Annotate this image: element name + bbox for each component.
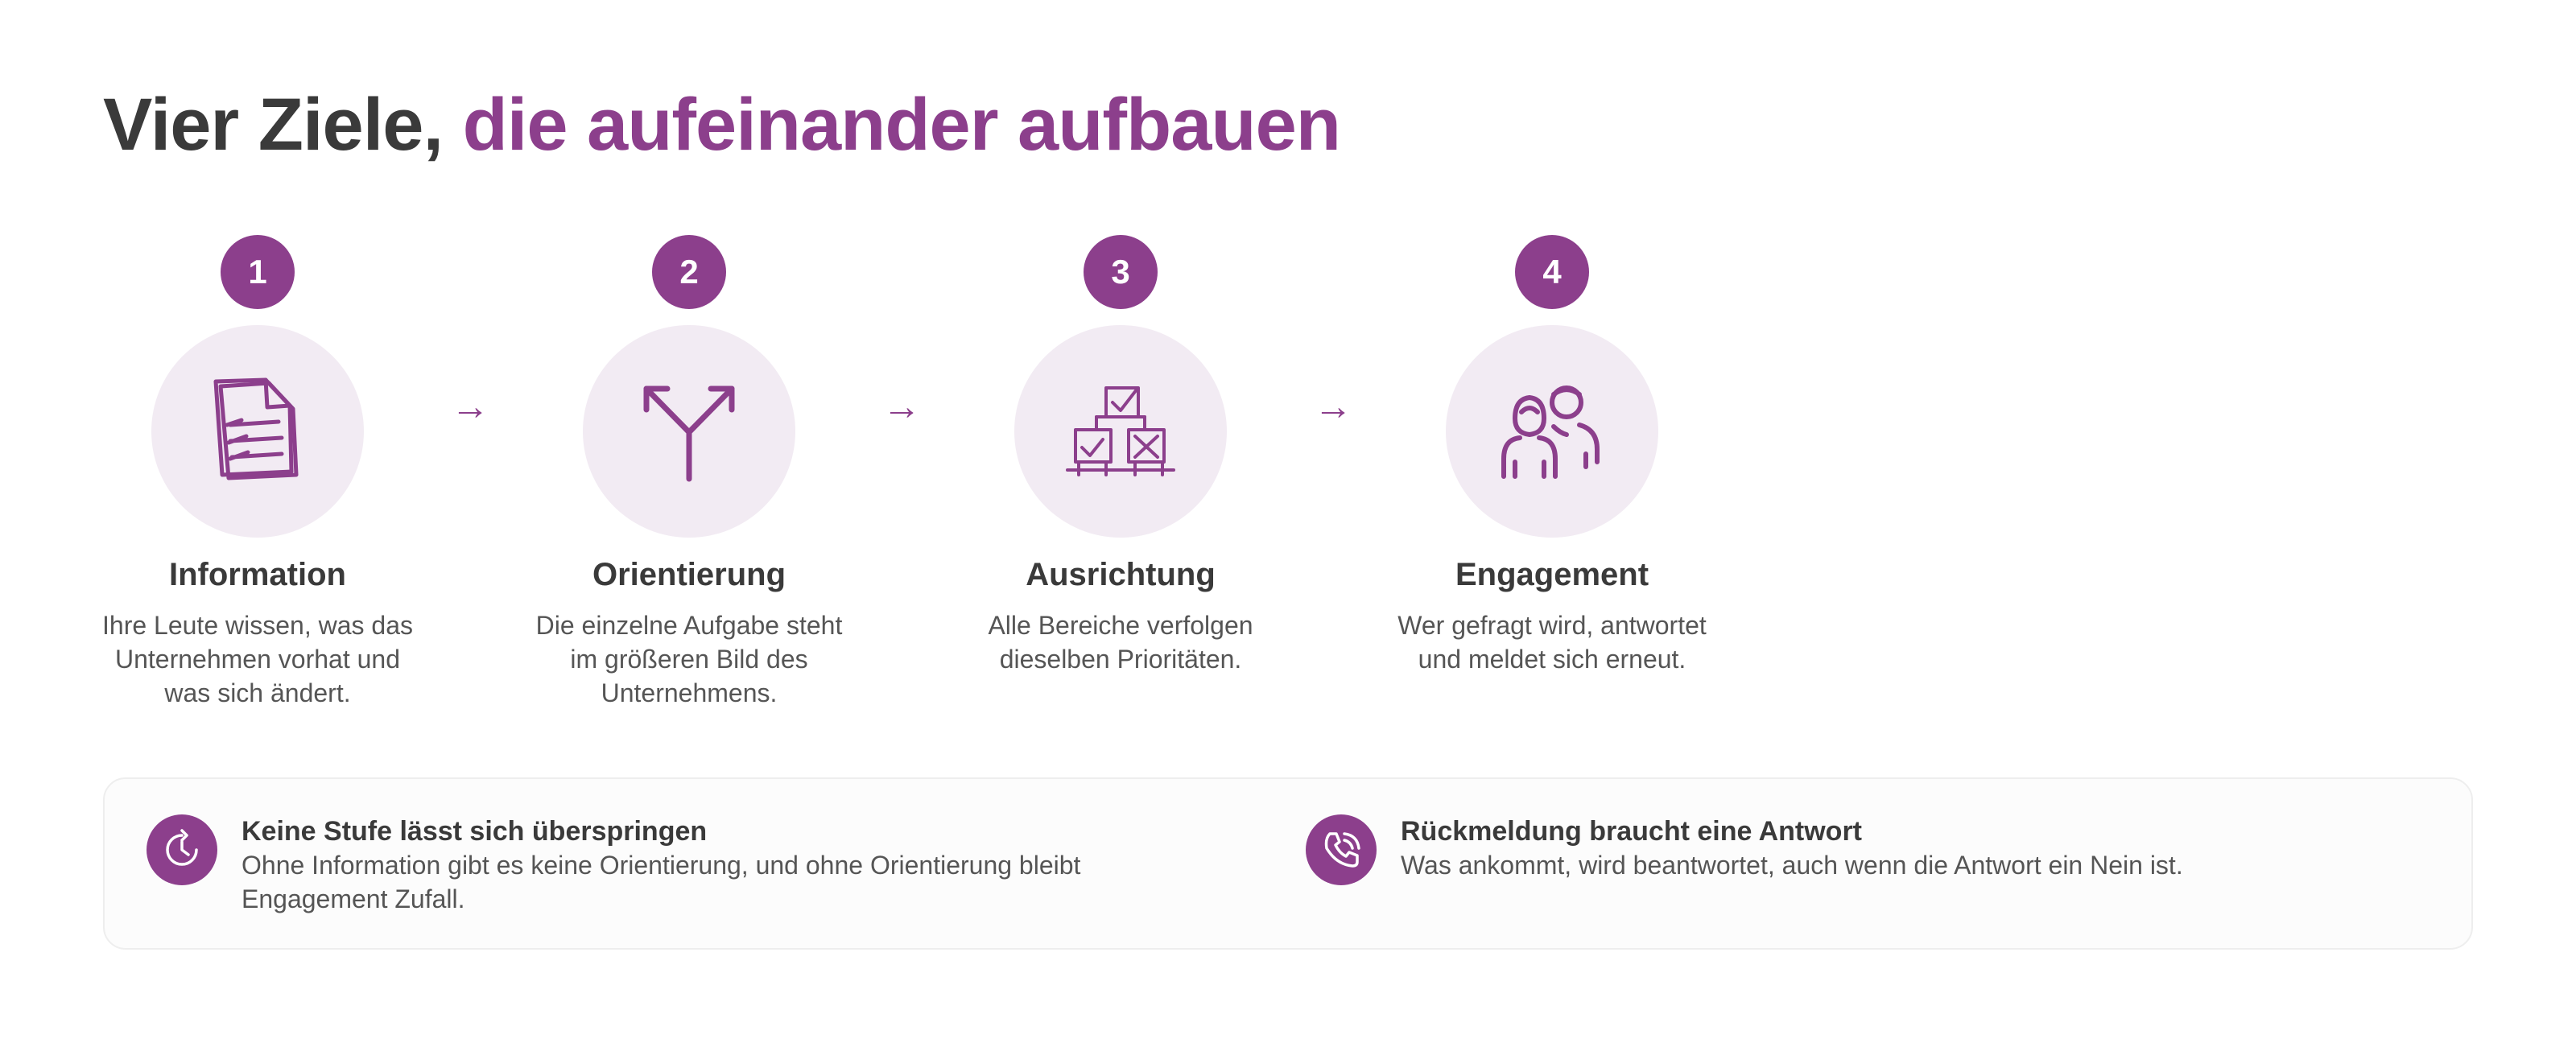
step-description: Ihre Leute wissen, was das Unternehmen v…	[102, 611, 413, 707]
note-text: Keine Stufe lässt sich überspringen Ohne…	[242, 814, 1193, 916]
steps-row: 1 Information Ihre Leute wissen, was das…	[0, 235, 2576, 734]
phone-call-icon	[1306, 814, 1377, 885]
step-information: 1 Information Ihre Leute wissen, was das…	[80, 235, 435, 710]
step-number: 2	[652, 235, 726, 309]
clock-refresh-icon	[147, 814, 217, 885]
step-number: 1	[221, 235, 295, 309]
step-title: Orientierung	[592, 557, 786, 592]
note-title: Rückmeldung braucht eine Antwort	[1401, 816, 1863, 847]
fork-arrows-icon	[643, 385, 735, 482]
arrow-step-1-2: →	[451, 385, 489, 428]
clock-refresh-glyph	[166, 829, 198, 866]
step-description: Wer gefragt wird, antwortet und meldet s…	[1397, 611, 1707, 674]
step-icon-circle	[1446, 325, 1658, 538]
note-body: Was ankommt, wird beantwortet, auch wenn…	[1401, 851, 2183, 880]
arrow-step-3-4: →	[1314, 385, 1352, 428]
notes-panel: Keine Stufe lässt sich überspringen Ohne…	[103, 777, 2473, 950]
note-title: Keine Stufe lässt sich überspringen	[242, 816, 708, 847]
step-number: 4	[1515, 235, 1589, 309]
title-part-accent: die aufeinander aufbauen	[462, 84, 1341, 166]
note-body: Ohne Information gibt es keine Orientier…	[242, 851, 1081, 913]
note-text: Rückmeldung braucht eine Antwort Was ank…	[1401, 814, 2183, 882]
step-title: Information	[169, 557, 346, 592]
step-number: 3	[1084, 235, 1158, 309]
step-icon-circle	[151, 325, 364, 538]
step-title: Ausrichtung	[1026, 557, 1216, 592]
phone-call-glyph	[1324, 832, 1360, 868]
step-orientierung: 2 Orientierung Die einzelne Aufgabe steh…	[512, 235, 866, 710]
step-title: Engagement	[1455, 557, 1649, 592]
step-engagement: 4 Engageme	[1375, 235, 1729, 676]
step-ausrichtung: 3 Ausricht	[943, 235, 1298, 676]
document-icon	[213, 377, 299, 480]
step-description: Die einzelne Aufgabe steht im größeren B…	[535, 611, 843, 707]
arrow-step-2-3: →	[882, 385, 921, 428]
page-title: Vier Ziele, die aufeinander aufbauen	[103, 80, 1341, 169]
people-icon	[1501, 385, 1600, 479]
step-description: Alle Bereiche verfolgen dieselben Priori…	[988, 611, 1253, 674]
step-icon-circle	[583, 325, 795, 538]
title-part-main: Vier Ziele,	[103, 84, 463, 166]
note-feedback: Rückmeldung braucht eine Antwort Was ank…	[1306, 814, 2433, 885]
step-icon-circle	[1014, 325, 1227, 538]
checkbox-stack-icon	[1066, 386, 1175, 476]
note-no-skipping: Keine Stufe lässt sich überspringen Ohne…	[147, 814, 1193, 916]
